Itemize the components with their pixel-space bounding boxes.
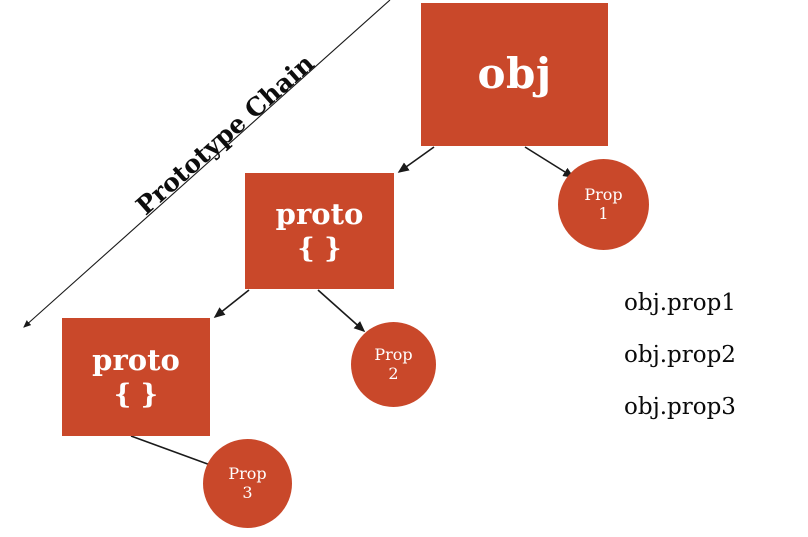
node-prop-1-index: 1 <box>598 203 609 223</box>
expression-list: obj.prop1 obj.prop2 obj.prop3 <box>624 290 736 420</box>
node-proto-level-1[interactable]: proto { } <box>245 173 394 289</box>
node-prop-2[interactable]: Prop 2 <box>351 322 436 407</box>
node-proto-level-2-title: proto <box>92 342 180 377</box>
edge-obj-to-proto1 <box>397 146 435 173</box>
node-proto-level-1-braces: { } <box>297 233 342 265</box>
edge-proto1-to-proto2 <box>213 289 250 318</box>
node-obj[interactable]: obj <box>421 3 608 146</box>
node-prop-3[interactable]: Prop 3 <box>203 439 292 528</box>
edge-obj-to-prop1 <box>524 146 575 178</box>
expression-item: obj.prop2 <box>624 342 736 368</box>
edge-proto1-to-prop2 <box>317 289 366 333</box>
node-proto-level-1-title: proto <box>275 196 364 231</box>
node-prop-3-index: 3 <box>242 482 253 502</box>
node-proto-level-2[interactable]: proto { } <box>62 318 210 436</box>
node-prop-2-title: Prop <box>374 345 413 365</box>
node-obj-title: obj <box>477 49 552 99</box>
node-prop-1[interactable]: Prop 1 <box>558 159 649 250</box>
node-prop-2-index: 2 <box>388 363 399 383</box>
node-prop-1-title: Prop <box>584 185 623 205</box>
node-prop-3-title: Prop <box>228 464 267 484</box>
expression-item: obj.prop1 <box>624 290 736 316</box>
expression-item: obj.prop3 <box>624 394 736 420</box>
node-proto-level-2-braces: { } <box>113 379 159 411</box>
